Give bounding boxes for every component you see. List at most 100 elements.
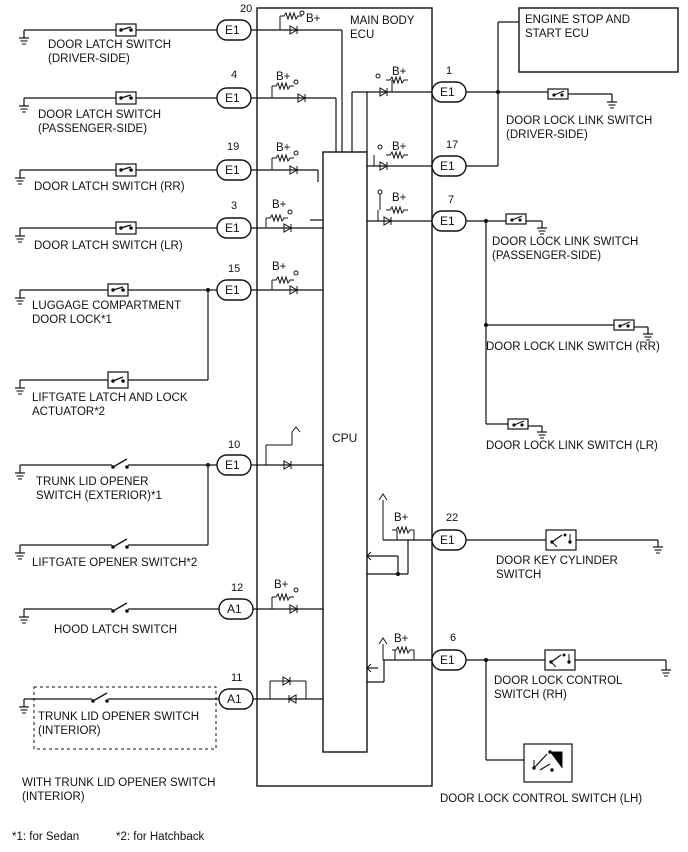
label-liftgate-latch-1: LIFTGATE LATCH AND LOCK: [32, 392, 188, 404]
engine-stop-start-ecu-box: [518, 7, 679, 73]
bplus-6: B+: [394, 633, 409, 645]
conn-label-19: E1: [225, 163, 240, 177]
label-trunk-opener-ext-2: SWITCH (EXTERIOR)*1: [36, 490, 162, 502]
label-lock-link-driver-1: DOOR LOCK LINK SWITCH: [506, 115, 652, 127]
connector-e1-10: [216, 454, 252, 476]
bplus-20: B+: [306, 13, 321, 25]
circuit-door-latch-lr: [14, 209, 323, 243]
label-lock-link-passenger-1: DOOR LOCK LINK SWITCH: [492, 236, 638, 248]
bplus-22: B+: [394, 512, 409, 524]
label-luggage-1: LUGGAGE COMPARTMENT: [32, 300, 181, 312]
label-key-cylinder-1: DOOR KEY CYLINDER: [496, 555, 618, 567]
footnote-sedan: *1: for Sedan: [12, 831, 79, 843]
bplus-12: B+: [274, 579, 289, 591]
connector-e1-17: [431, 155, 467, 177]
label-lock-link-passenger-2: (PASSENGER-SIDE): [492, 250, 601, 262]
label-door-latch-passenger-2: (PASSENGER-SIDE): [38, 123, 147, 135]
label-door-latch-passenger-1: DOOR LATCH SWITCH: [38, 109, 161, 121]
conn-label-10: E1: [225, 458, 240, 472]
connector-e1-1: [431, 81, 467, 103]
conn-label-4: E1: [225, 91, 240, 105]
circuit-liftgate-latch: [14, 371, 208, 395]
conn-label-3: E1: [225, 221, 240, 235]
conn-label-17: E1: [440, 159, 455, 173]
label-lock-link-rr: DOOR LOCK LINK SWITCH (RR): [486, 341, 660, 353]
circuit-lock-link-driver: [351, 21, 618, 152]
circuit-lock-link-passenger: [367, 189, 654, 439]
with-trunk-note-2: (INTERIOR): [22, 791, 85, 803]
connector-e1-4: [216, 87, 252, 109]
circuit-door-latch-rr: [14, 150, 319, 185]
pin-17: 17: [446, 139, 458, 151]
pin-3: 3: [231, 200, 237, 212]
trunk-interior-dashed-box: [33, 686, 217, 750]
conn-label-12: A1: [227, 602, 242, 616]
pin-6: 6: [450, 632, 456, 644]
cpu-label: CPU: [332, 431, 357, 445]
bplus-17: B+: [392, 141, 407, 153]
connector-e1-7: [431, 210, 467, 232]
bplus-4: B+: [276, 71, 291, 83]
circuit-door-latch-passenger: [18, 79, 337, 152]
label-liftgate-opener: LIFTGATE OPENER SWITCH*2: [32, 557, 197, 569]
connector-e1-19: [216, 159, 252, 181]
label-luggage-2: DOOR LOCK*1: [32, 314, 112, 326]
circuit-luggage-door-lock: [14, 270, 323, 380]
label-key-cylinder-2: SWITCH: [496, 569, 541, 581]
pin-20: 20: [240, 3, 252, 15]
bplus-19: B+: [276, 142, 291, 154]
circuit-trunk-opener-ext: [14, 426, 323, 545]
circuit-engine-link: [367, 92, 499, 171]
label-trunk-opener-ext-1: TRUNK LID OPENER: [36, 476, 148, 488]
engine-ecu-line1: ENGINE STOP AND: [525, 14, 630, 26]
bplus-3: B+: [272, 199, 287, 211]
pin-7: 7: [448, 194, 454, 206]
circuit-lock-control: [366, 637, 672, 783]
pin-19: 19: [227, 141, 239, 153]
label-lock-link-lr: DOOR LOCK LINK SWITCH (LR): [486, 440, 658, 452]
connector-e1-3: [216, 217, 252, 239]
circuit-hood-latch: [18, 587, 323, 624]
pin-12: 12: [231, 582, 243, 594]
conn-label-7: E1: [440, 214, 455, 228]
label-trunk-opener-int-2: (INTERIOR): [38, 725, 101, 737]
conn-label-20: E1: [225, 23, 240, 37]
circuit-liftgate-opener: [14, 538, 208, 560]
label-lock-link-driver-2: (DRIVER-SIDE): [506, 129, 588, 141]
ecu-title-line1: MAIN BODY: [350, 15, 415, 27]
circuit-door-latch-driver: [18, 10, 343, 152]
conn-label-22: E1: [440, 533, 455, 547]
conn-label-11: A1: [227, 692, 242, 706]
pin-15: 15: [228, 263, 240, 275]
connector-e1-20: [216, 19, 252, 41]
connector-e1-15: [216, 279, 252, 301]
pin-11: 11: [231, 672, 242, 684]
circuit-key-cylinder: [366, 493, 664, 576]
pin-1: 1: [446, 65, 452, 77]
circuit-trunk-opener-int: [18, 676, 323, 714]
label-lock-control-rh-2: SWITCH (RH): [494, 689, 567, 701]
label-door-latch-driver-1: DOOR LATCH SWITCH: [48, 39, 171, 51]
door-latch-switch-icon: [115, 23, 137, 37]
label-lock-control-rh-1: DOOR LOCK CONTROL: [494, 675, 623, 687]
connector-a1-11: [218, 688, 254, 710]
pin-10: 10: [228, 439, 240, 451]
footnote-hatchback: *2: for Hatchback: [116, 831, 204, 843]
label-door-latch-driver-2: (DRIVER-SIDE): [48, 53, 130, 65]
ecu-title-line2: ECU: [350, 29, 374, 41]
with-trunk-note-1: WITH TRUNK LID OPENER SWITCH: [22, 777, 215, 789]
conn-label-1: E1: [440, 85, 455, 99]
cpu-box: [322, 151, 368, 753]
label-liftgate-latch-2: ACTUATOR*2: [32, 406, 105, 418]
label-hood-latch: HOOD LATCH SWITCH: [54, 624, 177, 636]
pin-4: 4: [231, 69, 237, 81]
label-door-latch-lr: DOOR LATCH SWITCH (LR): [34, 240, 183, 252]
pin-22: 22: [446, 512, 458, 524]
bplus-7: B+: [392, 192, 407, 204]
connector-e1-22: [431, 529, 467, 551]
bplus-15: B+: [272, 261, 287, 273]
conn-label-6: E1: [440, 653, 455, 667]
label-lock-control-lh: DOOR LOCK CONTROL SWITCH (LH): [440, 793, 642, 805]
engine-ecu-line2: START ECU: [525, 28, 589, 40]
